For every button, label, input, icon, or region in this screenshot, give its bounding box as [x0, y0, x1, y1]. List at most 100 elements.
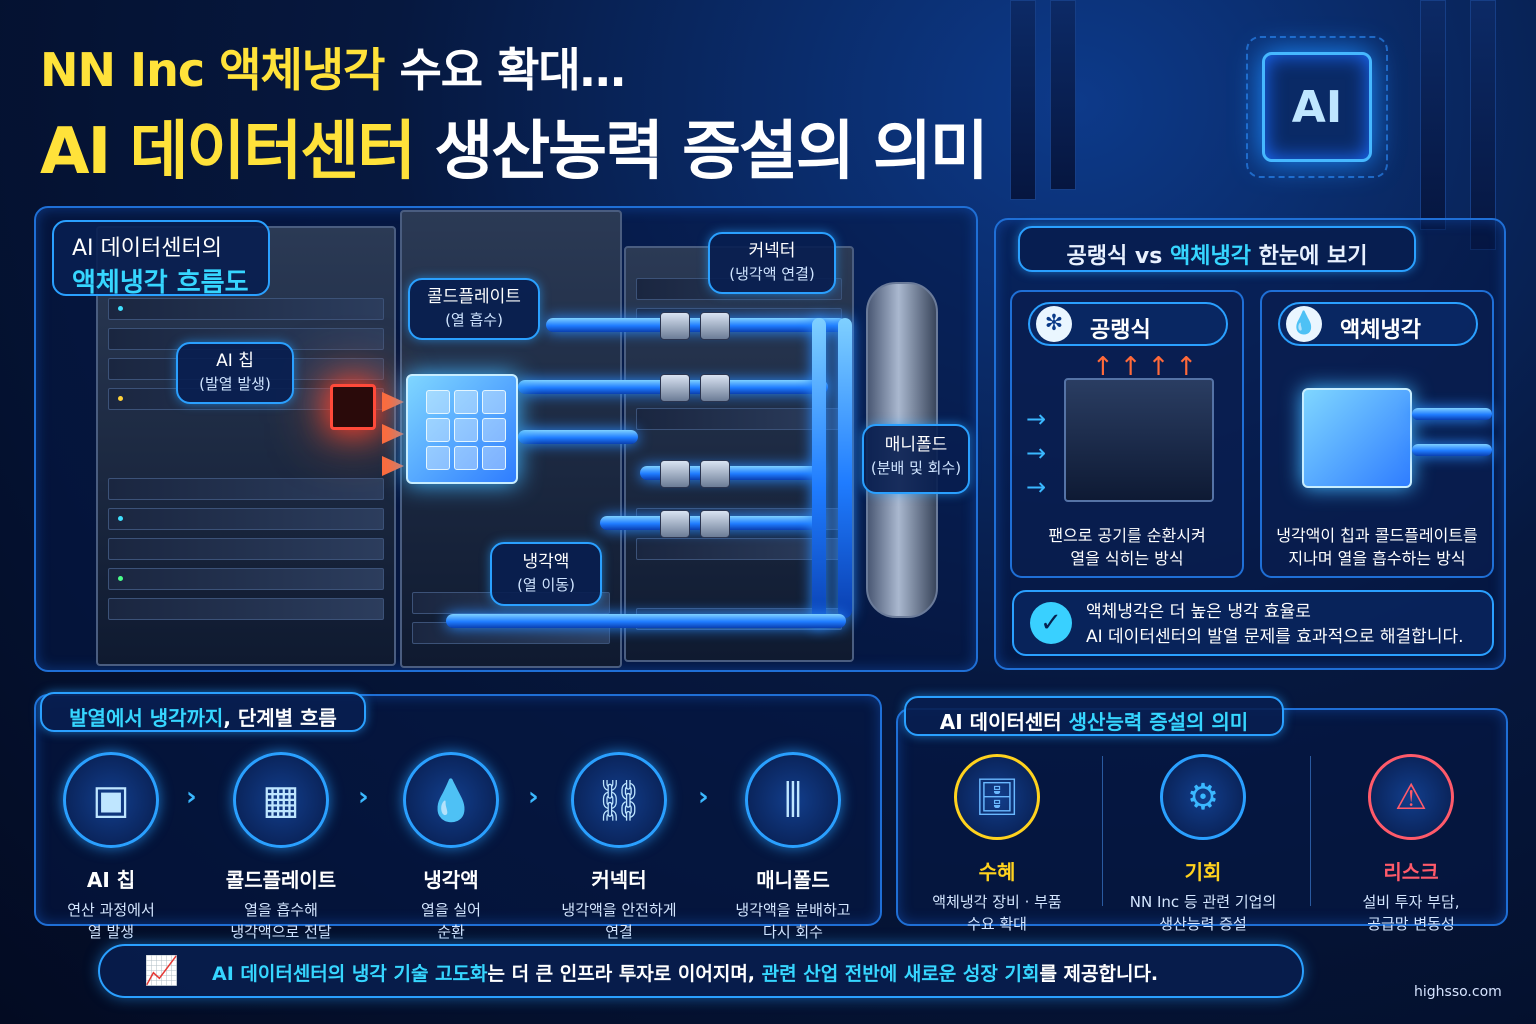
- label-connector-name: 커넥터: [748, 241, 796, 261]
- meaning-desc-2: 수요 확대: [967, 915, 1027, 933]
- air-cooled-server-illustration: [1064, 378, 1214, 502]
- meaning-name: 수혜: [978, 860, 1016, 884]
- step-desc-2: 냉각액으로 전달: [230, 923, 332, 941]
- coldplate-icon: ▦: [233, 752, 329, 848]
- step-desc-2: 열 발생: [87, 923, 135, 941]
- meaning-header: AI 데이터센터 생산능력 증설의 의미: [904, 696, 1284, 736]
- heat-arrow-2: [382, 424, 404, 444]
- label-coldplate-name: 콜드플레이트: [427, 287, 521, 307]
- label-ai-chip: AI 칩 (발열 발생): [176, 342, 294, 404]
- title-line-2-highlight: AI 데이터센터: [40, 115, 416, 189]
- comparison-header: 공랭식 vs 액체냉각 한눈에 보기: [1018, 226, 1416, 272]
- pipe-vertical-1: [812, 318, 826, 628]
- step-name: 매니폴드: [756, 868, 830, 892]
- manifold-icon: ⫼: [745, 752, 841, 848]
- label-manifold-name: 매니폴드: [884, 435, 948, 455]
- label-ai-chip-name: AI 칩: [216, 351, 254, 371]
- label-coolant: 냉각액 (열 이동): [490, 542, 602, 606]
- banner-part-c: 는 더 큰 인프라 투자로 이어지며,: [487, 963, 762, 985]
- cool-air-arrows: →→→: [1026, 405, 1047, 501]
- pipe-vertical-2: [838, 318, 852, 618]
- step-desc-1: 냉각액을 안전하게: [561, 901, 677, 919]
- liquid-cooling-desc-1: 냉각액이 칩과 콜드플레이트를: [1276, 526, 1478, 545]
- background-rack-3: [1420, 0, 1446, 230]
- ai-chip-heat-source: [330, 384, 376, 430]
- pipe-floor: [446, 614, 846, 628]
- conclusion-line-2: AI 데이터센터의 발열 문제를 효과적으로 해결합니다.: [1086, 627, 1464, 647]
- meaning-name: 기회: [1184, 860, 1222, 884]
- connector-2: [700, 312, 730, 340]
- air-cooling-tag: ✻ 공랭식: [1028, 302, 1228, 346]
- label-connector-sub: (냉각액 연결): [729, 265, 815, 283]
- meaning-divider: [1310, 756, 1311, 906]
- step-name: 커넥터: [591, 868, 647, 892]
- step-name: AI 칩: [86, 868, 136, 892]
- chip-icon: ▣: [63, 752, 159, 848]
- warning-icon: ⚠: [1368, 754, 1454, 840]
- pipe-top: [546, 318, 846, 332]
- meaning-name: 리스크: [1383, 860, 1439, 884]
- droplet-icon: 💧: [1286, 306, 1322, 342]
- label-coolant-name: 냉각액: [522, 552, 570, 572]
- liquid-cooled-coldplate-illustration: [1302, 388, 1412, 488]
- liquid-cooling-label: 액체냉각: [1340, 318, 1421, 343]
- meaning-desc-2: 공급망 변동성: [1367, 915, 1455, 933]
- label-ai-chip-sub: (발열 발생): [199, 375, 271, 393]
- title-line-1-highlight: NN Inc 액체냉각: [40, 43, 385, 97]
- steps-header-a: 발열에서 냉각까지: [69, 706, 224, 730]
- banner-part-a: AI 데이터센터의: [212, 963, 352, 985]
- meaning-header-b: 생산능력 증설의 의미: [1068, 710, 1249, 734]
- chevron-right-icon: ›: [186, 782, 197, 812]
- trend-up-icon: 📈: [144, 954, 179, 987]
- server-up-icon: 🗄: [954, 754, 1040, 840]
- meaning-divider: [1102, 756, 1103, 906]
- connector-3: [660, 374, 690, 402]
- connector-5: [660, 460, 690, 488]
- banner-part-e: 를 제공합니다.: [1039, 963, 1159, 985]
- comparison-header-c: 한눈에 보기: [1250, 244, 1368, 269]
- step-desc-2: 다시 회수: [763, 923, 823, 941]
- banner-part-b: 냉각 기술 고도화: [351, 963, 488, 985]
- check-icon: ✓: [1030, 602, 1072, 644]
- connector-7: [660, 510, 690, 538]
- label-coolant-sub: (열 이동): [517, 576, 575, 594]
- comparison-conclusion: ✓ 액체냉각은 더 높은 냉각 효율로 AI 데이터센터의 발열 문제를 효과적…: [1012, 590, 1494, 656]
- meaning-header-a: AI 데이터센터: [939, 710, 1069, 734]
- liquid-pipe-lower: [1412, 444, 1492, 456]
- comparison-header-b: 액체냉각: [1169, 244, 1251, 269]
- liquid-cooling-tag: 💧 액체냉각: [1278, 302, 1478, 346]
- label-connector: 커넥터 (냉각액 연결): [708, 232, 836, 294]
- label-coldplate-sub: (열 흡수): [445, 311, 503, 329]
- chevron-right-icon: ›: [698, 782, 709, 812]
- title-line-1: NN Inc 액체냉각 수요 확대…: [40, 34, 626, 100]
- background-rack-4: [1470, 0, 1496, 250]
- label-manifold: 매니폴드 (분배 및 회수): [862, 424, 970, 494]
- step-name: 냉각액: [423, 868, 479, 892]
- hot-air-arrows: ↑↑↑↑: [1092, 352, 1204, 382]
- site-watermark: highsso.com: [1414, 984, 1502, 1000]
- steps-header: 발열에서 냉각까지, 단계별 흐름: [40, 692, 366, 732]
- coldplate-block: [406, 374, 518, 484]
- flow-title-line-2: 액체냉각 흐름도: [72, 268, 249, 298]
- title-line-1-rest: 수요 확대…: [384, 43, 625, 97]
- droplet-icon: 💧: [403, 752, 499, 848]
- connector-8: [700, 510, 730, 538]
- ai-chip-pins-decoration: [1246, 36, 1388, 178]
- title-line-2-rest: 생산농력 증설의 의미: [414, 115, 988, 189]
- pipe-mid: [518, 430, 638, 444]
- summary-banner: 📈 AI 데이터센터의 냉각 기술 고도화는 더 큰 인프라 투자로 이어지며,…: [98, 944, 1304, 998]
- step-desc-2: 연결: [605, 923, 633, 941]
- heat-arrow-1: [382, 392, 404, 412]
- step-desc-1: 냉각액을 분배하고: [735, 901, 851, 919]
- meaning-desc: 설비 투자 부담,공급망 변동성: [1316, 891, 1506, 935]
